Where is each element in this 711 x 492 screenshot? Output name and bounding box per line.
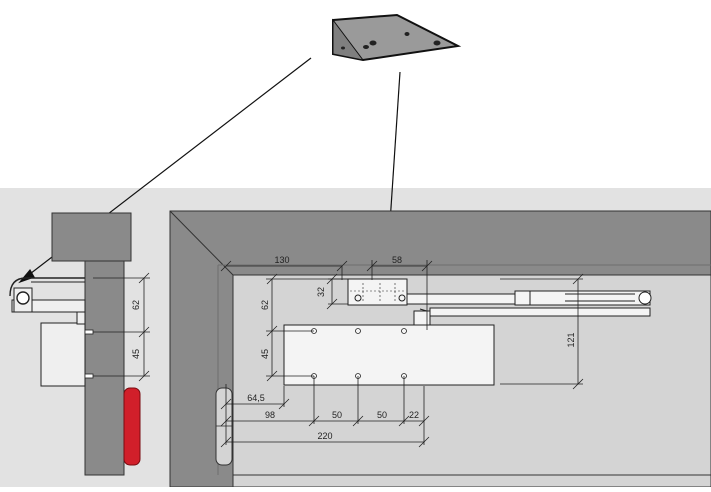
- dim-98: 98: [265, 410, 275, 420]
- closer-body-front: [283, 324, 495, 386]
- dim-side-45: 45: [131, 349, 141, 359]
- dim-side-62: 62: [131, 300, 141, 310]
- dim-32: 32: [316, 287, 326, 297]
- dim-62-front: 62: [260, 300, 270, 310]
- front-view: 130 58 64,5 98 50 50 22 220 32 62 45 121: [169, 210, 711, 488]
- dim-50-right: 50: [377, 410, 387, 420]
- side-view: 62 45: [9, 212, 150, 476]
- door-leaf-side: [84, 260, 125, 476]
- hinge-marker: [123, 387, 141, 466]
- closer-arm: [406, 290, 652, 317]
- dim-220: 220: [317, 431, 332, 441]
- dim-50-left: 50: [332, 410, 342, 420]
- dim-121: 121: [566, 332, 576, 347]
- dim-45-front: 45: [260, 349, 270, 359]
- frame-header: [51, 212, 132, 262]
- dim-64-5: 64,5: [247, 393, 265, 403]
- dim-130: 130: [274, 255, 289, 265]
- mounting-plate-icon: [332, 13, 462, 62]
- dim-22: 22: [409, 410, 419, 420]
- frame-hinge: [215, 387, 233, 466]
- closer-body-side: [40, 322, 86, 387]
- dim-58: 58: [392, 255, 402, 265]
